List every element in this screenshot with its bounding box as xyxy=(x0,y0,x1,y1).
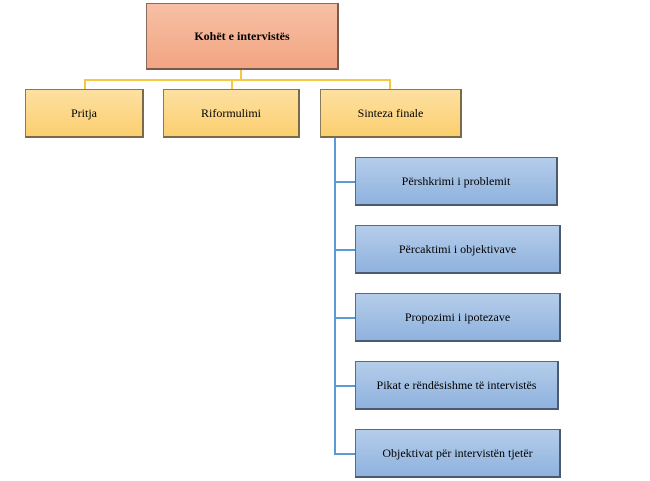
child-node-objektivat: Objektivat për intervistën tjetër xyxy=(355,429,561,478)
connector-to-sinteza xyxy=(389,79,391,89)
child-node-label: Përcaktimi i objektivave xyxy=(398,241,517,256)
connector-child-1 xyxy=(334,181,355,183)
connector-child-3 xyxy=(334,317,355,319)
child-node-pershkrimi: Përshkrimi i problemit xyxy=(355,157,558,206)
phase-node-riformulimi: Riformulimi xyxy=(163,89,300,138)
phase-connector-horizontal xyxy=(84,79,391,81)
child-node-label: Përshkrimi i problemit xyxy=(401,173,511,188)
child-node-percaktimi: Përcaktimi i objektivave xyxy=(355,225,561,274)
phase-node-sinteza-finale: Sinteza finale xyxy=(320,89,462,138)
child-node-label: Objektivat për intervistën tjetër xyxy=(382,445,533,460)
child-node-pikat: Pikat e rëndësishme të intervistës xyxy=(355,361,559,410)
root-node: Kohët e intervistës xyxy=(146,3,339,70)
child-connector-vertical xyxy=(334,137,336,454)
connector-to-pritja xyxy=(84,79,86,89)
connector-to-riformulimi xyxy=(231,79,233,89)
phase-node-label: Pritja xyxy=(71,105,97,120)
connector-child-5 xyxy=(334,453,355,455)
phase-node-label: Riformulimi xyxy=(201,105,261,120)
child-node-label: Pikat e rëndësishme të intervistës xyxy=(376,377,537,392)
connector-child-4 xyxy=(334,385,355,387)
connector-child-2 xyxy=(334,249,355,251)
phase-node-label: Sinteza finale xyxy=(357,105,424,120)
phase-node-pritja: Pritja xyxy=(25,89,144,138)
child-node-propozimi: Propozimi i ipotezave xyxy=(355,293,561,342)
root-node-label: Kohët e intervistës xyxy=(194,28,290,43)
root-connector-vertical xyxy=(240,69,242,80)
child-node-label: Propozimi i ipotezave xyxy=(404,309,511,324)
